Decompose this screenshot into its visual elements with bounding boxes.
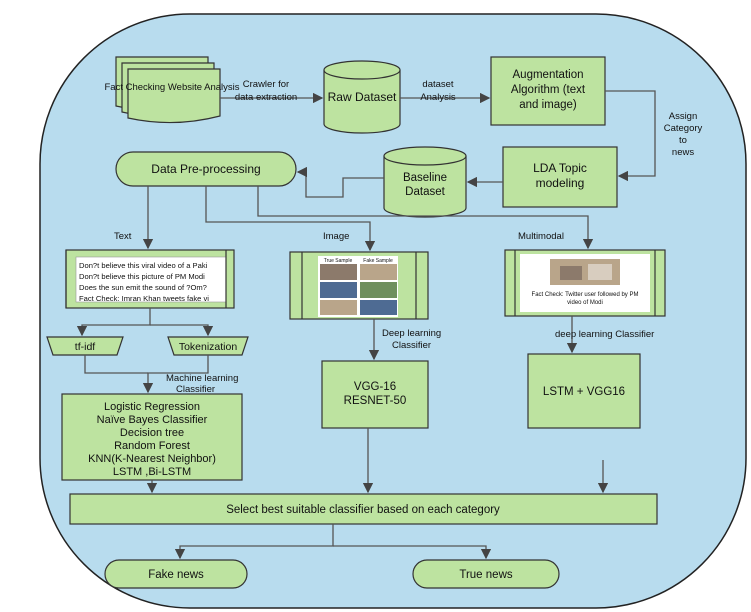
lda-line-2: modeling (536, 176, 585, 190)
true-news-label: True news (459, 569, 513, 581)
label-dataset-analysis-2: Analysis (420, 92, 456, 103)
lda-node: LDA Topic modeling (502, 146, 618, 208)
label-deep-learning-2: Classifier (392, 340, 431, 351)
text-sample-line-1: Don?t believe this viral video of a Paki (79, 261, 208, 270)
edge-true-news (333, 545, 492, 560)
baseline-dataset-node: Baseline Dataset (383, 146, 467, 218)
augmentation-line-2: Algorithm (text (511, 84, 586, 96)
label-deep-learning-3: deep learning Classifier (555, 329, 654, 340)
preprocessing-node: Data Pre-processing (115, 151, 297, 187)
select-best-node: Select best suitable classifier based on… (69, 493, 658, 525)
label-crawler-1: Crawler for (243, 79, 289, 90)
edge-assign-category (605, 90, 656, 182)
label-multimodal: Multimodal (518, 231, 564, 242)
ml-classifier-6: LSTM ,Bi-LSTM (113, 466, 191, 478)
fact-checking-node: Fact Checking Website Analysis (105, 56, 240, 124)
text-sample-line-2: Don?t believe this picture of PM Modi (79, 272, 205, 281)
ml-classifiers-node: Logistic Regression Naïve Bayes Classifi… (61, 393, 243, 481)
tokenization-label: Tokenization (179, 341, 238, 353)
multimodal-caption-1: Fact Check: Twitter user followed by PM (532, 292, 639, 298)
vgg-resnet-node: VGG-16 RESNET-50 (321, 360, 429, 429)
label-dataset-analysis-1: dataset (422, 79, 454, 90)
text-sample-panel: Don?t believe this viral video of a Paki… (65, 249, 235, 309)
fake-news-node: Fake news (104, 559, 248, 589)
text-sample-line-3: Does the sun emit the sound of ?Om? (79, 283, 207, 292)
label-text: Text (114, 231, 132, 242)
tfidf-label: tf-idf (75, 341, 96, 353)
baseline-line-2: Dataset (405, 186, 445, 198)
multimodal-caption-2: video of Modi (567, 300, 603, 306)
tokenization-node: Tokenization (167, 336, 249, 356)
image-header-fake: Fake Sample (363, 258, 393, 264)
augmentation-line-1: Augmentation (513, 69, 584, 81)
image-sample-panel: True Sample Fake Sample (289, 251, 429, 320)
photo-thumbnail (360, 282, 397, 298)
ml-classifier-2: Naïve Bayes Classifier (97, 414, 208, 426)
ml-classifier-5: KNN(K-Nearest Neighbor) (88, 453, 216, 465)
label-machine-learning-2: Classifier (176, 384, 215, 395)
lstm-vgg-node: LSTM + VGG16 (527, 353, 641, 429)
lda-line-1: LDA Topic (533, 161, 587, 175)
label-image: Image (323, 231, 349, 242)
baseline-line-1: Baseline (403, 172, 447, 184)
edges (76, 90, 656, 560)
edge-machine-learning (142, 355, 209, 394)
photo-thumbnail (320, 300, 357, 315)
photo-thumbnail (360, 300, 397, 315)
text-sample-line-4: Fact Check: Imran Khan tweets fake vi (79, 294, 209, 303)
edge-image (205, 186, 376, 252)
raw-dataset-label: Raw Dataset (328, 90, 397, 104)
edge-to-tfidf (76, 308, 151, 337)
label-crawler-2: data extraction (235, 92, 297, 103)
select-best-label: Select best suitable classifier based on… (226, 504, 500, 516)
resnet-line: RESNET-50 (344, 395, 407, 407)
ml-classifier-3: Decision tree (120, 427, 184, 439)
edge-baseline-preprocessing (296, 166, 384, 198)
true-news-node: True news (412, 559, 560, 589)
edge-fake-news (174, 524, 334, 560)
photo-thumbnail (320, 282, 357, 298)
edge-tfidf-merge (84, 355, 148, 374)
vgg-line: VGG-16 (354, 381, 396, 393)
edge-to-tokenization (150, 324, 214, 337)
augmentation-node: Augmentation Algorithm (text and image) (490, 56, 606, 126)
photo-thumbnail (360, 264, 397, 280)
label-assign-4: news (672, 147, 694, 158)
fake-news-label: Fake news (148, 569, 204, 581)
lstm-vgg-label: LSTM + VGG16 (543, 386, 625, 398)
ml-classifier-4: Random Forest (114, 440, 190, 452)
tfidf-node: tf-idf (46, 336, 124, 356)
image-header-true: True Sample (324, 258, 353, 264)
preprocessing-label: Data Pre-processing (151, 162, 260, 176)
photo-thumbnail (320, 264, 357, 280)
augmentation-line-3: and image) (519, 99, 577, 111)
ml-classifier-1: Logistic Regression (104, 401, 200, 413)
label-assign-2: Category (664, 123, 703, 134)
label-assign-1: Assign (669, 111, 698, 122)
edge-labels: Crawler for data extraction dataset Anal… (114, 79, 703, 395)
raw-dataset-node: Raw Dataset (323, 60, 401, 134)
label-machine-learning-1: Machine learning (166, 373, 238, 384)
multimodal-sample-panel: Fact Check: Twitter user followed by PM … (504, 249, 666, 317)
edge-multimodal (257, 186, 594, 250)
label-assign-3: to (679, 135, 687, 146)
fact-checking-line-1: Fact Checking Website Analysis (105, 82, 240, 93)
label-deep-learning-1: Deep learning (382, 328, 441, 339)
